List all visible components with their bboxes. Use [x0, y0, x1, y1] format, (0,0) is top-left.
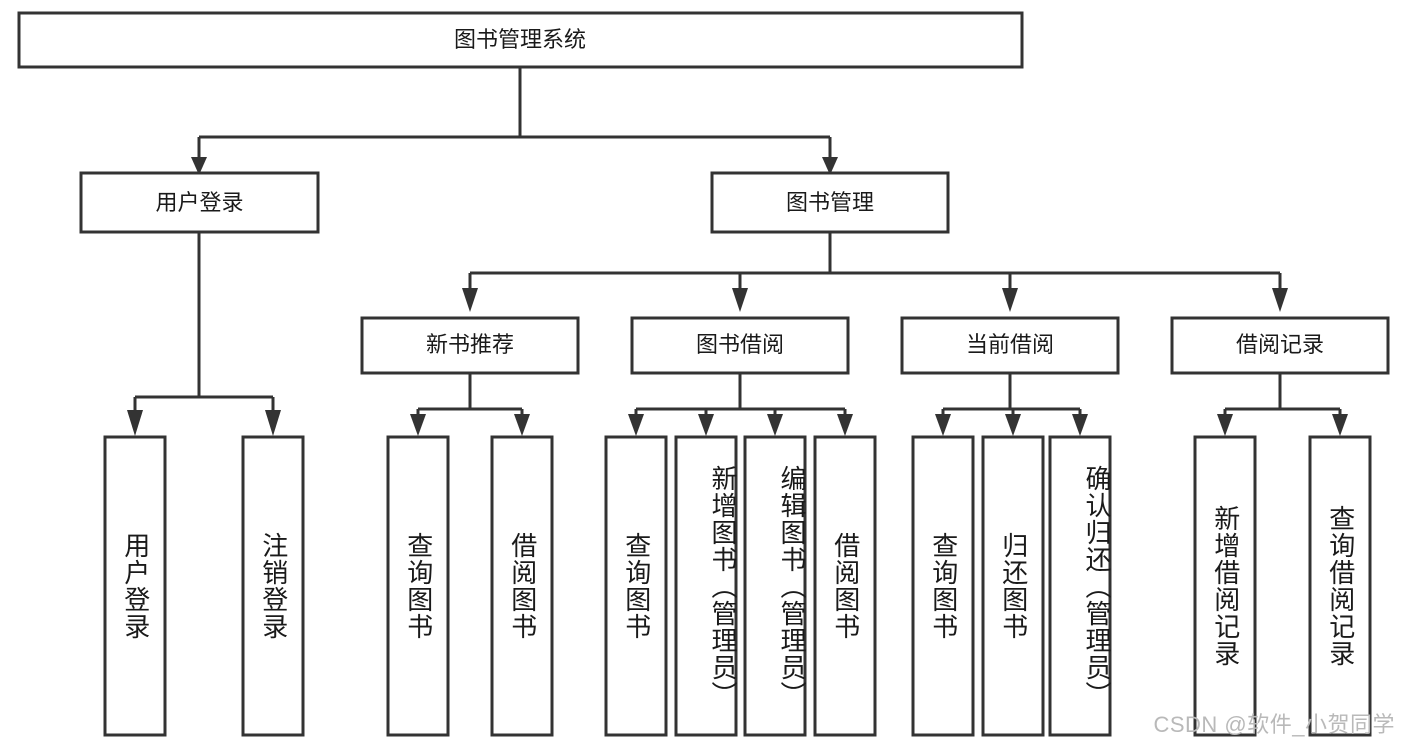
node-new-book-recommend-box[interactable]	[360, 316, 580, 375]
arrowhead-new-book-recommend	[462, 288, 478, 312]
arrowhead-leaf-borrow-book-1	[514, 414, 530, 436]
connector-group-book-manage	[462, 232, 1288, 312]
leaf-confirm-return-box[interactable]	[1048, 435, 1112, 737]
leaf-user-logout-box[interactable]	[241, 435, 305, 737]
leaf-add-book-box[interactable]	[674, 435, 738, 737]
connector-group-user-login	[127, 232, 281, 436]
node-book-manage-label: 图书管理	[786, 190, 874, 215]
arrowhead-borrow-record	[1272, 288, 1288, 312]
arrowhead-book-borrow	[732, 288, 748, 312]
leaf-borrow-book-2-box[interactable]	[813, 435, 877, 737]
node-new-book-recommend[interactable]: 新书推荐	[360, 316, 580, 375]
arrowhead-leaf-add-book	[698, 414, 714, 436]
node-current-borrow[interactable]: 当前借阅	[900, 316, 1120, 375]
csdn-watermark: CSDN @软件_小贺同学	[1153, 712, 1395, 737]
node-borrow-record-label: 借阅记录	[1236, 332, 1324, 357]
node-root[interactable]: 图书管理系统	[17, 11, 1024, 69]
arrowhead-leaf-query-record	[1332, 414, 1348, 436]
arrowhead-leaf-add-record	[1217, 414, 1233, 436]
node-book-borrow-label: 图书借阅	[696, 332, 784, 357]
leaf-query-record-box[interactable]	[1308, 435, 1372, 737]
node-new-book-recommend-label: 新书推荐	[426, 332, 514, 357]
node-user-login[interactable]: 用户登录	[79, 171, 320, 234]
arrowhead-user-login	[191, 157, 207, 175]
connector-group-new-book-recommend	[410, 373, 530, 436]
arrowhead-leaf-user-logout	[265, 410, 281, 436]
leaf-query-book-1-box[interactable]	[386, 435, 450, 737]
leaf-query-book-3-box[interactable]	[911, 435, 975, 737]
arrowhead-current-borrow	[1002, 288, 1018, 312]
arrowhead-leaf-user-login	[127, 410, 143, 436]
arrowhead-leaf-edit-book	[767, 414, 783, 436]
node-book-manage[interactable]: 图书管理	[710, 171, 950, 234]
leaf-return-book-box[interactable]	[981, 435, 1045, 737]
node-borrow-record-box[interactable]	[1170, 316, 1390, 375]
arrowhead-leaf-query-book-2	[628, 414, 644, 436]
node-current-borrow-box[interactable]	[900, 316, 1120, 375]
leaf-borrow-book-1-box[interactable]	[490, 435, 554, 737]
arrowhead-leaf-return-book	[1005, 414, 1021, 436]
leaf-user-login-box[interactable]	[103, 435, 167, 737]
node-book-manage-box[interactable]	[710, 171, 950, 234]
arrowhead-leaf-confirm-return	[1072, 414, 1088, 436]
leaf-add-record-box[interactable]	[1193, 435, 1257, 737]
node-book-borrow[interactable]: 图书借阅	[630, 316, 850, 375]
arrowhead-leaf-borrow-book-2	[837, 414, 853, 436]
node-root-box[interactable]	[17, 11, 1024, 69]
node-root-label: 图书管理系统	[454, 27, 586, 52]
arrowhead-book-manage	[822, 157, 838, 175]
connector-group-root	[191, 67, 838, 175]
arrowhead-leaf-query-book-1	[410, 414, 426, 436]
node-book-borrow-box[interactable]	[630, 316, 850, 375]
connector-group-book-borrow	[628, 373, 853, 436]
node-user-login-label: 用户登录	[155, 190, 243, 215]
leaf-edit-book-box[interactable]	[743, 435, 807, 737]
connector-group-current-borrow	[935, 373, 1088, 436]
leaf-query-book-2-box[interactable]	[604, 435, 668, 737]
arrowhead-leaf-query-book-3	[935, 414, 951, 436]
connector-group-borrow-record	[1217, 373, 1348, 436]
node-current-borrow-label: 当前借阅	[966, 332, 1054, 357]
leaf-box-group	[103, 435, 1372, 737]
node-borrow-record[interactable]: 借阅记录	[1170, 316, 1390, 375]
